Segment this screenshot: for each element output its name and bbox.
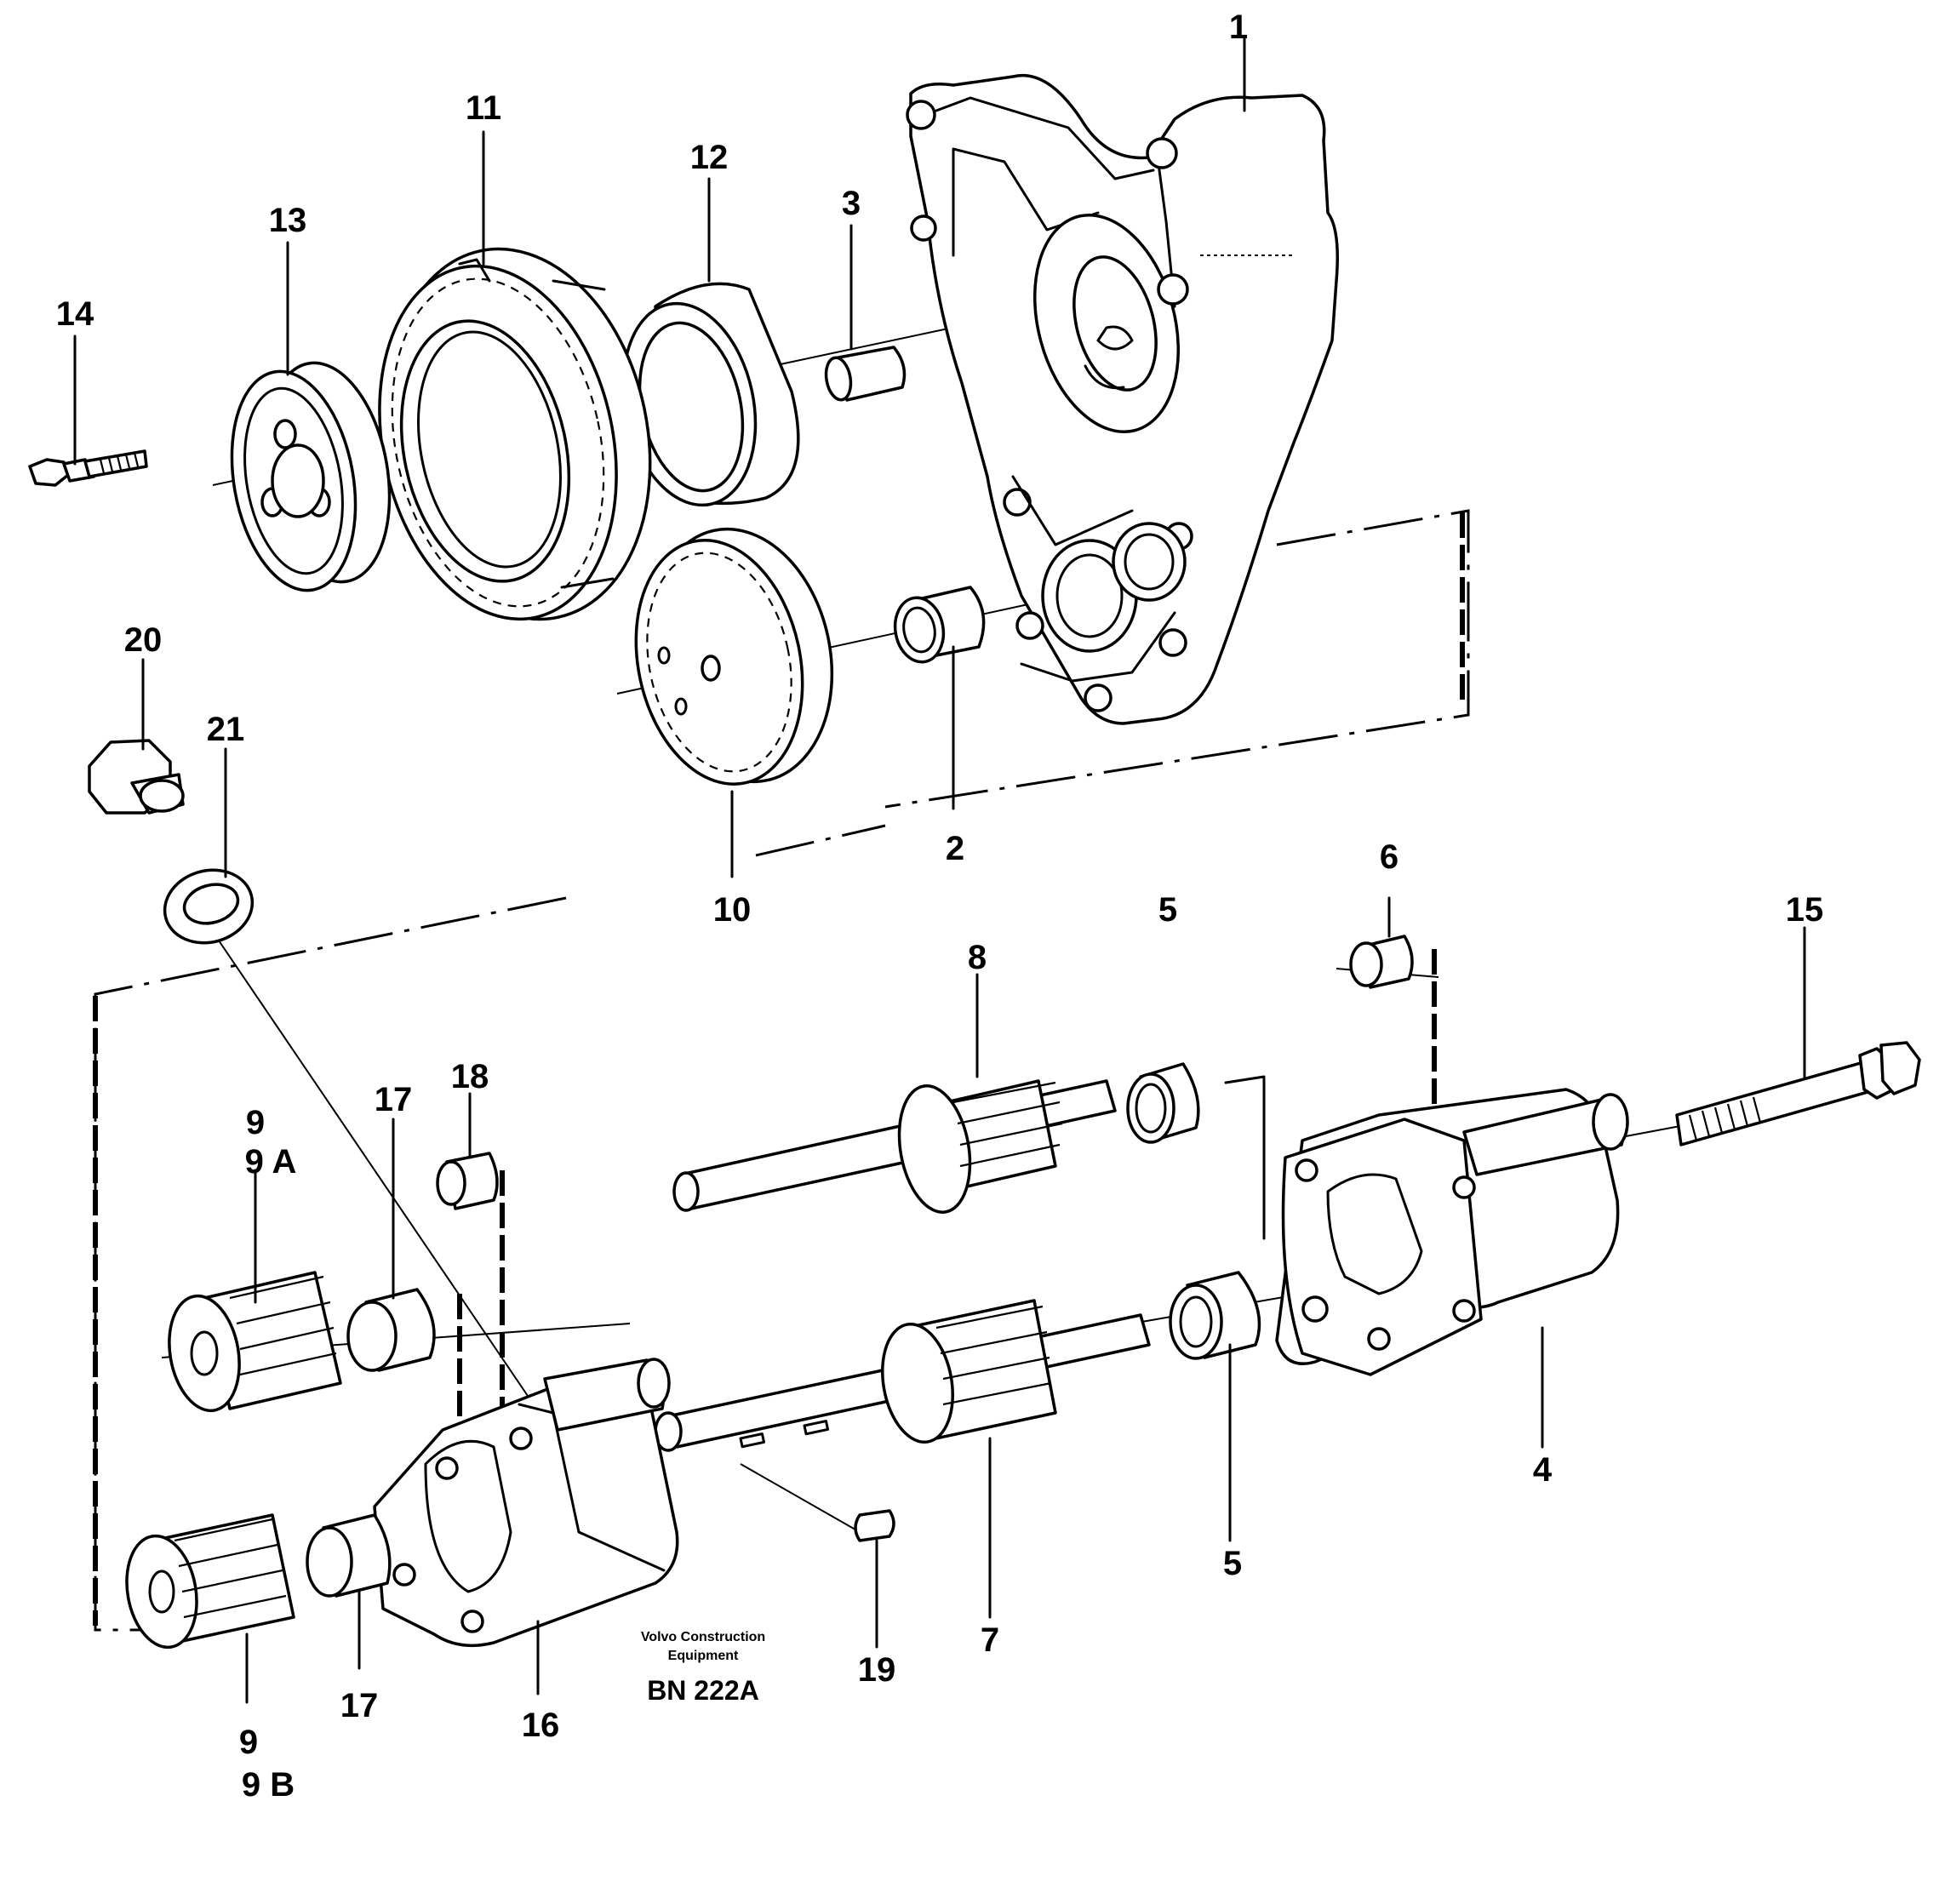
label-17-upper: 17 [375, 1081, 413, 1118]
label-11: 11 [466, 89, 501, 127]
shaft-key [854, 1509, 895, 1542]
bearing-ring [621, 282, 800, 507]
label-20: 20 [124, 621, 163, 659]
label-7: 7 [981, 1621, 999, 1659]
timing-gear-housing [906, 73, 1339, 725]
pump-cover [1275, 1088, 1629, 1376]
gear-hub [230, 361, 392, 592]
label-8: 8 [968, 939, 987, 976]
label-1: 1 [1229, 9, 1248, 46]
label-6: 6 [1380, 838, 1398, 876]
pump-housing [373, 1358, 679, 1648]
idler-bushing [893, 586, 986, 664]
label-16: 16 [522, 1707, 560, 1744]
driven-gear-shaft [672, 1079, 1117, 1214]
large-timing-gear [378, 247, 652, 621]
leader-lines [73, 37, 1806, 1704]
dowel-pin [824, 346, 907, 402]
gear-bushing-upper [346, 1288, 436, 1372]
shaft-bushing-upper [1126, 1062, 1200, 1144]
pump-gear-upper [168, 1271, 342, 1413]
hub-bolt [28, 449, 148, 487]
pump-bolt [1675, 1041, 1921, 1146]
publisher-line-2: Equipment [668, 1649, 739, 1663]
sealing-washer [163, 868, 255, 945]
publisher-line-1: Volvo Construction [641, 1630, 765, 1644]
idler-gear [634, 527, 834, 786]
label-13: 13 [269, 202, 307, 239]
label-9A: 9 A [245, 1143, 297, 1181]
label-9-upper: 9 [246, 1104, 265, 1141]
label-2: 2 [946, 830, 964, 867]
label-3: 3 [842, 185, 861, 222]
part-labels: 1 11 12 3 13 14 20 21 2 10 6 5 15 8 18 1… [56, 9, 1824, 1804]
label-5-lower: 5 [1223, 1545, 1242, 1582]
drawing-reference: BN 222A [647, 1675, 759, 1706]
label-18: 18 [451, 1058, 489, 1095]
small-bushing-top [1349, 935, 1414, 989]
label-15: 15 [1786, 891, 1824, 929]
label-17-lower: 17 [340, 1687, 379, 1724]
drive-shaft [654, 1299, 1151, 1452]
label-5-upper: 5 [1158, 891, 1177, 929]
label-12: 12 [690, 139, 729, 176]
label-10: 10 [713, 891, 752, 929]
label-19: 19 [858, 1651, 896, 1689]
label-4: 4 [1533, 1451, 1553, 1489]
shaft-bushing-lower [1169, 1271, 1261, 1360]
small-bushing-left [436, 1152, 499, 1210]
label-14: 14 [56, 295, 94, 333]
grouping-lines [93, 509, 1470, 1632]
drain-plug [88, 739, 185, 815]
label-21: 21 [207, 711, 245, 748]
gear-bushing-lower [306, 1513, 392, 1598]
publisher-block: Volvo Construction Equipment BN 222A [641, 1630, 765, 1706]
label-9B: 9 B [242, 1766, 295, 1804]
pump-gear-lower [125, 1513, 295, 1650]
label-9-lower: 9 [239, 1724, 258, 1761]
